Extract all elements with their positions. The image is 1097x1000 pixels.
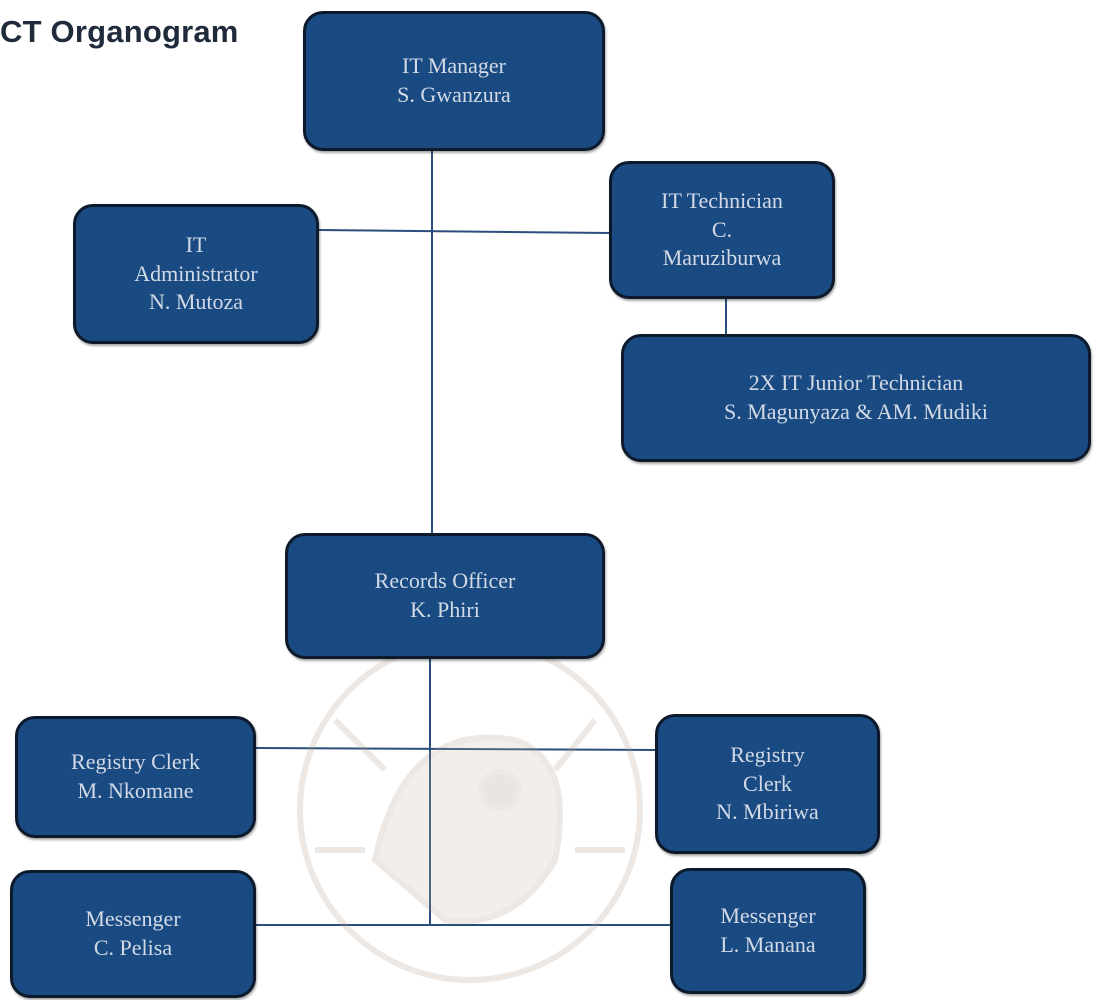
node-junior-technicians: 2X IT Junior Technician S. Magunyaza & A… xyxy=(621,334,1091,462)
node-registry-clerk-right: Registry Clerk N. Mbiriwa xyxy=(655,714,880,854)
node-messenger-left-label: Messenger C. Pelisa xyxy=(85,906,181,960)
node-messenger-right-label: Messenger L. Manana xyxy=(720,903,816,957)
node-registry-clerk-right-label: Registry Clerk N. Mbiriwa xyxy=(716,742,819,825)
node-records-officer-label: Records Officer K. Phiri xyxy=(374,568,516,622)
node-messenger-right: Messenger L. Manana xyxy=(670,868,866,994)
node-registry-clerk-left-label: Registry Clerk M. Nkomane xyxy=(71,749,200,803)
node-it-manager-label: IT Manager S. Gwanzura xyxy=(397,53,511,107)
node-registry-clerk-left: Registry Clerk M. Nkomane xyxy=(15,716,256,838)
node-junior-technicians-label: 2X IT Junior Technician S. Magunyaza & A… xyxy=(724,370,988,424)
node-it-administrator: IT Administrator N. Mutoza xyxy=(73,204,319,344)
node-it-technician-label: IT Technician C. Maruziburwa xyxy=(661,188,783,271)
connector-registry-clerks xyxy=(255,747,657,751)
node-it-administrator-label: IT Administrator N. Mutoza xyxy=(134,232,258,315)
node-records-officer: Records Officer K. Phiri xyxy=(285,533,605,659)
page-title: CT Organogram xyxy=(0,14,239,49)
emblem-watermark xyxy=(297,637,643,983)
node-messenger-left: Messenger C. Pelisa xyxy=(10,870,256,998)
node-it-technician: IT Technician C. Maruziburwa xyxy=(609,161,835,299)
connector-admin-to-technician xyxy=(317,229,611,234)
node-it-manager: IT Manager S. Gwanzura xyxy=(303,11,605,151)
